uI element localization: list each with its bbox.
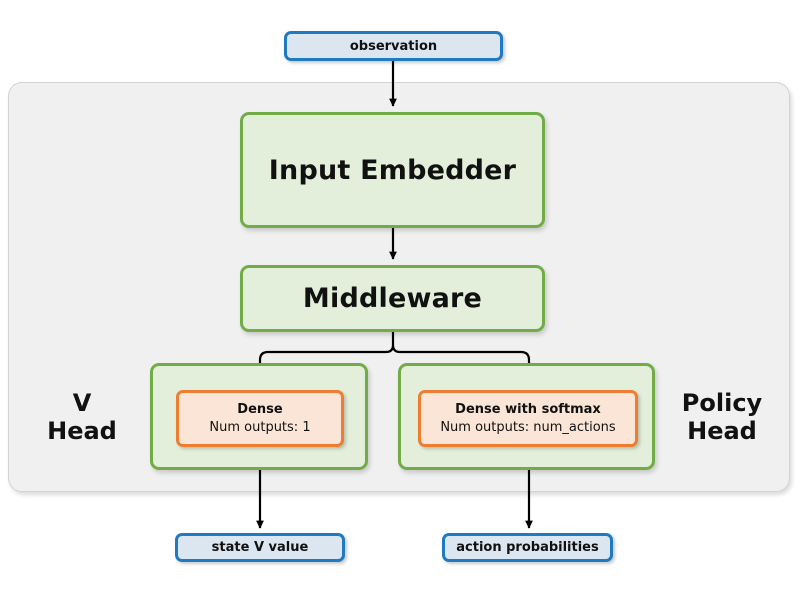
- input-embedder-label: Input Embedder: [268, 154, 517, 186]
- action-probabilities-label: action probabilities: [456, 540, 599, 555]
- policy-head-dense-box[interactable]: Dense with softmax Num outputs: num_acti…: [418, 390, 638, 447]
- v-head-dense-box[interactable]: Dense Num outputs: 1: [176, 390, 344, 447]
- v-head-dense-title: Dense: [237, 401, 283, 417]
- v-head-side-label: V Head: [22, 382, 142, 452]
- input-embedder-box[interactable]: Input Embedder: [240, 112, 545, 228]
- policy-head-label-text: Policy Head: [681, 388, 763, 445]
- state-v-value-label: state V value: [211, 540, 309, 555]
- observation-box[interactable]: observation: [284, 31, 503, 61]
- policy-head-dense-subtitle: Num outputs: num_actions: [440, 419, 616, 435]
- policy-head-side-label: Policy Head: [662, 382, 782, 452]
- policy-head-dense-title: Dense with softmax: [455, 401, 601, 417]
- v-head-dense-subtitle: Num outputs: 1: [209, 419, 311, 435]
- middleware-box[interactable]: Middleware: [240, 265, 545, 332]
- action-probabilities-box[interactable]: action probabilities: [442, 533, 613, 562]
- v-head-label-text: V Head: [47, 388, 117, 445]
- middleware-label: Middleware: [302, 283, 483, 314]
- observation-label: observation: [349, 38, 438, 54]
- state-v-value-box[interactable]: state V value: [175, 533, 345, 562]
